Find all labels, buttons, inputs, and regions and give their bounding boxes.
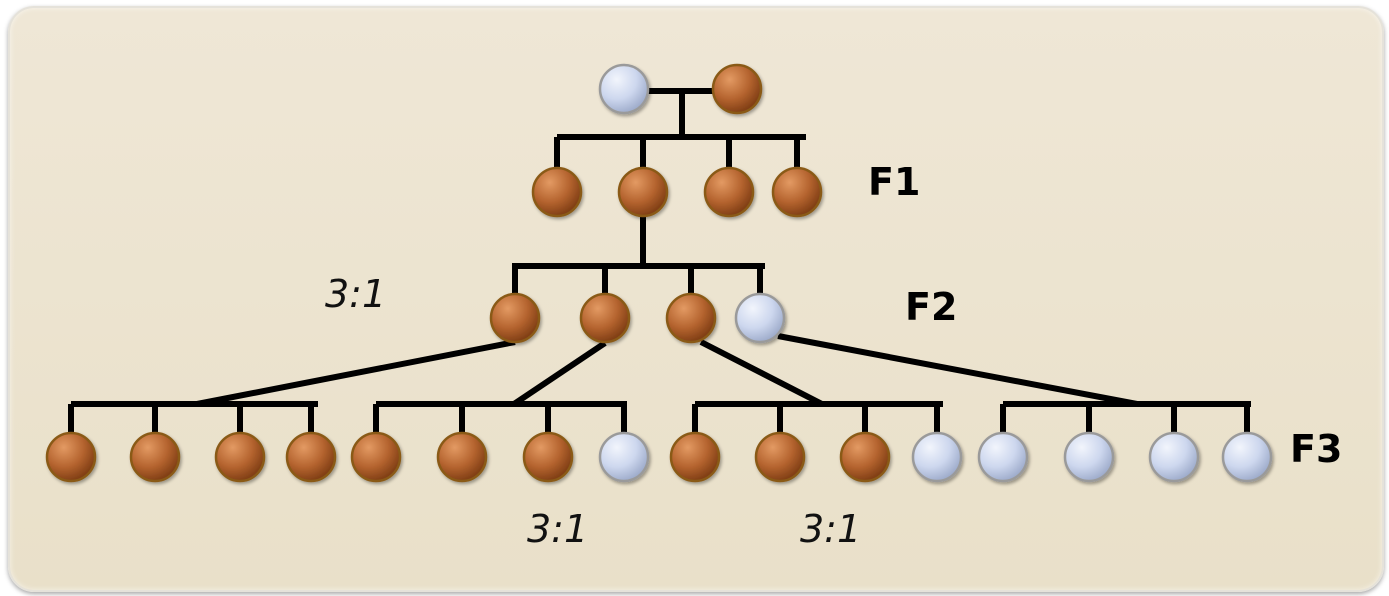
- f2-individual-1-dominant: [489, 292, 541, 344]
- f3-individual-1-1-dominant: [45, 431, 97, 483]
- f3-individual-4-2-recessive: [1063, 431, 1115, 483]
- f1-label: F1: [868, 160, 920, 204]
- f1-individual-1-dominant: [531, 166, 583, 218]
- parent-2-dominant: [711, 63, 763, 115]
- f2-to-f3-line-4: [777, 333, 1138, 407]
- f3-individual-2-4-recessive: [598, 431, 650, 483]
- f3-individual-3-1-dominant: [669, 431, 721, 483]
- individuals: [45, 63, 1273, 483]
- f3-individual-1-2-dominant: [129, 431, 181, 483]
- f1-individual-2-dominant: [617, 166, 669, 218]
- parent-1-recessive: [598, 63, 650, 115]
- f2-individual-2-dominant: [579, 292, 631, 344]
- f3-individual-2-2-dominant: [436, 431, 488, 483]
- f3-individual-2-1-dominant: [350, 431, 402, 483]
- f2-to-f3-line-2: [512, 340, 607, 407]
- f2-to-f3-line-3: [699, 339, 824, 407]
- f2-label: F2: [905, 285, 957, 329]
- f3-individual-1-3-dominant: [214, 431, 266, 483]
- f3-ratio-right-label: 3:1: [800, 507, 861, 551]
- f3-individual-1-4-dominant: [285, 431, 337, 483]
- connector-lines: [68, 88, 1251, 435]
- f3-individual-4-4-recessive: [1221, 431, 1273, 483]
- f1-individual-4-dominant: [771, 166, 823, 218]
- f3-individual-3-2-dominant: [754, 431, 806, 483]
- f1-individual-3-dominant: [703, 166, 755, 218]
- f2-to-f3-line-1: [196, 339, 516, 407]
- f3-label: F3: [1290, 427, 1342, 471]
- f2-individual-3-dominant: [665, 292, 717, 344]
- f3-individual-2-3-dominant: [522, 431, 574, 483]
- f2-ratio-label: 3:1: [325, 272, 386, 316]
- f3-individual-3-3-dominant: [839, 431, 891, 483]
- f3-individual-4-3-recessive: [1148, 431, 1200, 483]
- f3-individual-4-1-recessive: [977, 431, 1029, 483]
- f2-individual-4-recessive: [734, 292, 786, 344]
- f3-ratio-left-label: 3:1: [527, 507, 588, 551]
- f3-individual-3-4-recessive: [911, 431, 963, 483]
